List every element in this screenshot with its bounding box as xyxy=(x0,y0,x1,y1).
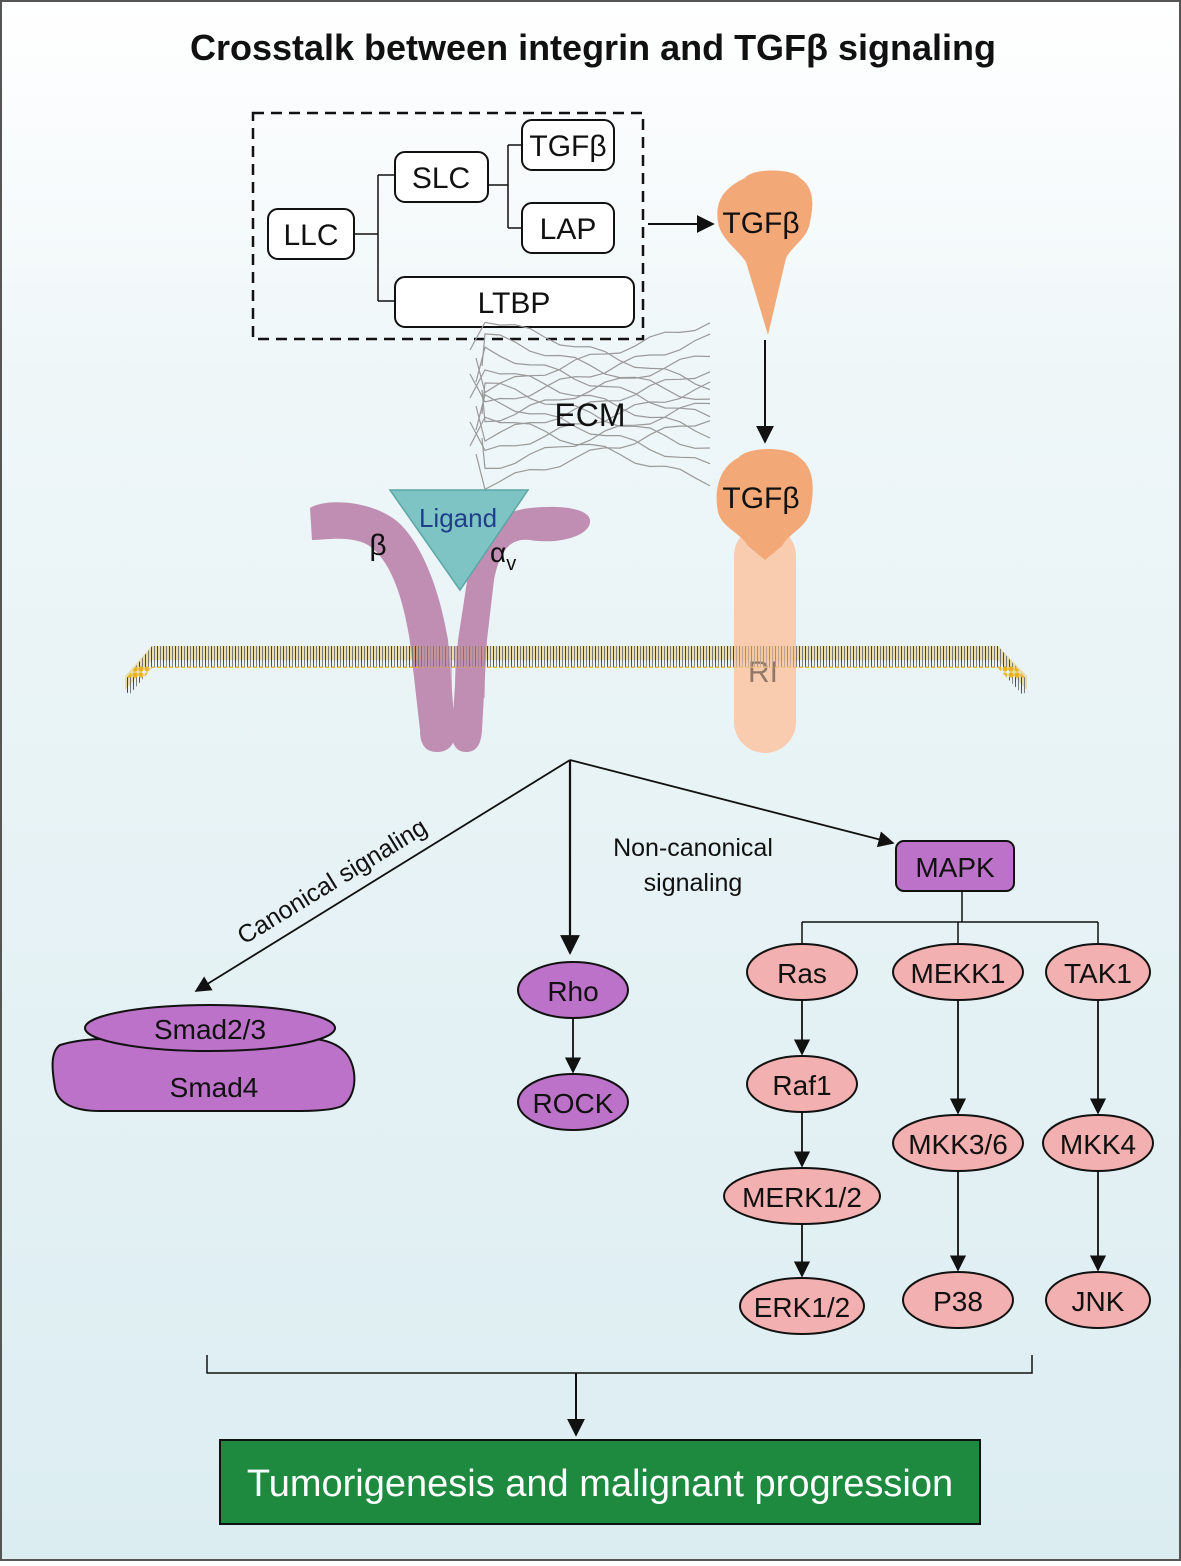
outcome-label: Tumorigenesis and malignant progression xyxy=(247,1463,953,1505)
integrin-heterodimer xyxy=(310,502,591,752)
receptor-bound-tgfb: TGFβ xyxy=(716,449,813,560)
canonical-arrow xyxy=(194,759,571,992)
smad-complex: Smad2/3 Smad4 xyxy=(51,1004,356,1113)
noncanonical-label-line1: Non-canonical xyxy=(613,834,773,862)
ecm-fiber xyxy=(475,346,711,418)
ecm-fiber xyxy=(469,333,711,403)
integrin-beta-subunit xyxy=(310,502,456,752)
ligand-label: Ligand xyxy=(419,503,497,533)
integrin-beta-label: β xyxy=(369,529,386,562)
kinase-label: TAK1 xyxy=(1064,958,1132,989)
ecm-fiber xyxy=(481,355,711,423)
ecm-fiber xyxy=(475,371,711,443)
ecm-fiber xyxy=(469,321,711,391)
rock-node: ROCK xyxy=(517,1073,629,1131)
free-tgfb-shape: TGFβ xyxy=(717,170,813,335)
ecm-fiber xyxy=(475,393,711,465)
latent-complex-box xyxy=(251,111,645,341)
ligand-triangle: Ligand xyxy=(388,489,530,592)
lap-label: LAP xyxy=(540,213,597,246)
kinase-node xyxy=(1045,1271,1151,1329)
llc-box: LLC xyxy=(267,208,355,260)
integrin-transmembrane xyxy=(420,646,485,698)
outcome-box: Tumorigenesis and malignant progression xyxy=(219,1439,981,1525)
ecm-fiber xyxy=(475,420,711,491)
kinase-node xyxy=(902,1271,1014,1329)
mapk-node: MAPK xyxy=(895,840,1015,892)
kinase-label: MKK4 xyxy=(1060,1129,1136,1160)
ecm-fiber xyxy=(469,381,711,452)
smad23-label: Smad2/3 xyxy=(154,1014,266,1045)
integrin-alpha-label: αv xyxy=(490,537,516,575)
diagram-title: Crosstalk between integrin and TGFβ sign… xyxy=(190,27,996,68)
ltbp-box: LTBP xyxy=(394,276,635,328)
ecm-fiber xyxy=(481,333,711,401)
kinase-label: MKK3/6 xyxy=(908,1129,1008,1160)
ecm-fibers xyxy=(469,321,711,491)
rho-node: Rho xyxy=(517,961,629,1019)
cell-membrane xyxy=(125,646,1027,696)
mapk-branch-lines xyxy=(801,891,1099,945)
latent-tgfb-label: TGFβ xyxy=(529,130,606,163)
receptor-tgfb-label: TGFβ xyxy=(722,482,799,515)
kinase-node xyxy=(739,1277,865,1335)
ecm-fiber xyxy=(481,402,711,469)
receptor-transmembrane xyxy=(734,646,796,698)
smad23-node xyxy=(84,1004,336,1052)
ecm-fiber xyxy=(475,322,711,394)
smad4-label: Smad4 xyxy=(170,1072,259,1103)
latent-tree-lines xyxy=(354,144,522,302)
kinase-label: P38 xyxy=(933,1286,983,1317)
free-tgfb-label: TGFβ xyxy=(722,207,799,240)
ecm-label: ECM xyxy=(554,397,625,433)
rock-label: ROCK xyxy=(533,1088,614,1119)
integrin-alpha-subunit xyxy=(451,506,591,752)
ecm-fiber xyxy=(469,416,711,487)
mapk-arrow xyxy=(569,759,895,848)
kinase-label: ERK1/2 xyxy=(754,1292,851,1323)
lap-box: LAP xyxy=(521,202,615,254)
noncanonical-label-line2: signaling xyxy=(644,869,743,897)
kinase-label: MEKK1 xyxy=(911,958,1006,989)
kinase-label: Raf1 xyxy=(772,1070,831,1101)
kinase-label: MERK1/2 xyxy=(742,1182,862,1213)
slc-box: SLC xyxy=(394,151,489,203)
latent-tgfb-box: TGFβ xyxy=(521,119,615,171)
slc-label: SLC xyxy=(412,162,470,195)
mapk-label: MAPK xyxy=(915,852,995,883)
llc-label: LLC xyxy=(283,219,338,252)
kinase-label: Ras xyxy=(777,958,827,989)
kinase-label: JNK xyxy=(1072,1286,1125,1317)
ecm-fiber xyxy=(469,369,711,439)
ecm-fiber xyxy=(481,382,711,449)
rho-label: Rho xyxy=(547,976,598,1007)
ltbp-label: LTBP xyxy=(478,287,551,320)
convergence-bracket xyxy=(206,1355,1033,1374)
